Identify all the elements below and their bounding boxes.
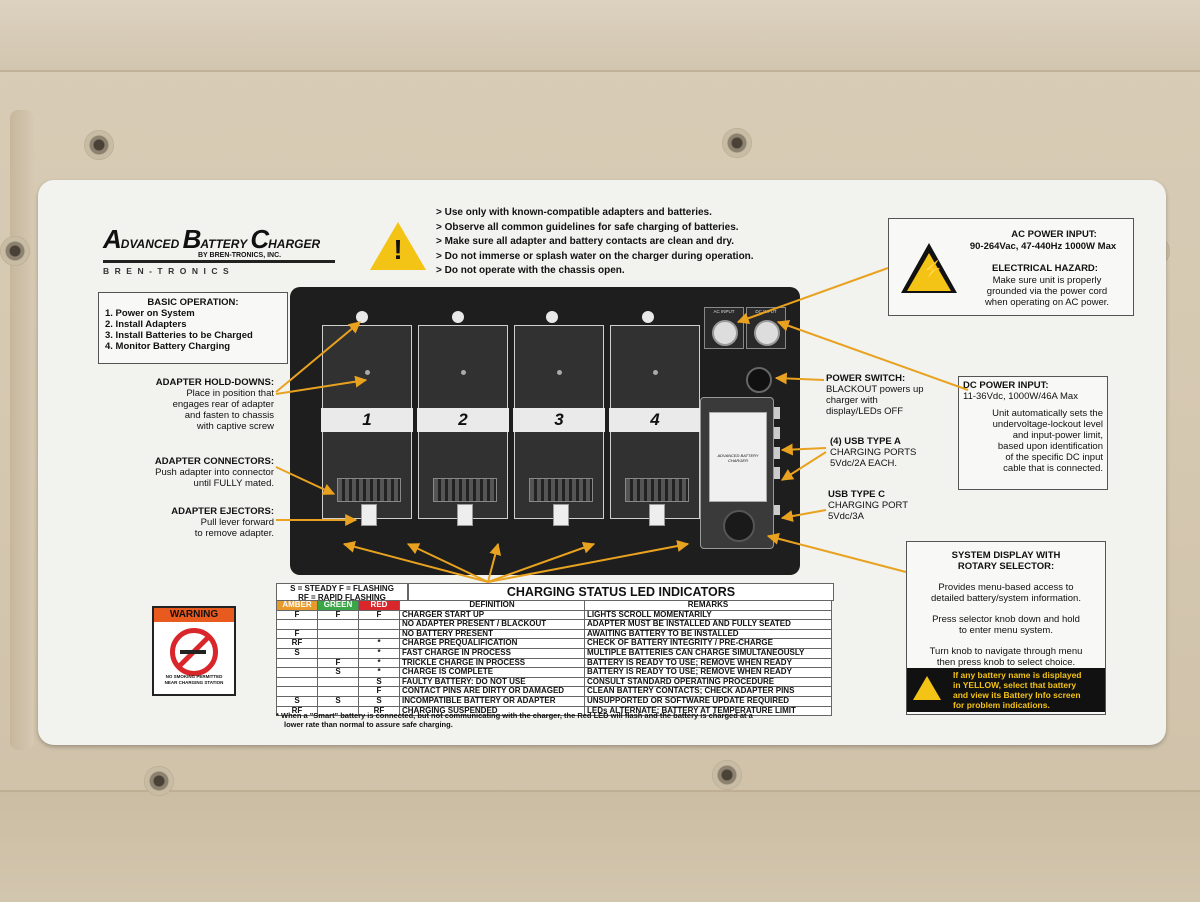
arrow — [736, 267, 889, 324]
usb-a-port[interactable] — [774, 467, 780, 479]
adapter-connector[interactable] — [337, 478, 401, 502]
hold-down-knob[interactable] — [452, 311, 464, 323]
no-smoking-warning: WARNING NO SMOKING PERMITTED NEAR CHARGI… — [152, 606, 236, 696]
safety-notes: > Use only with known-compatible adapter… — [436, 207, 754, 276]
adapter-hold-downs-note: ADAPTER HOLD-DOWNS: Place in position th… — [155, 377, 274, 432]
arrow — [275, 375, 368, 395]
case-left-rail — [10, 110, 34, 750]
arrow — [780, 443, 827, 456]
usb-a-note: (4) USB TYPE A CHARGING PORTS 5Vdc/2A EA… — [830, 436, 917, 469]
ac-input-port[interactable]: AC INPUT — [704, 307, 744, 349]
basic-operation-box: BASIC OPERATION: 1. Power on System 2. I… — [98, 292, 288, 364]
arrow — [487, 540, 690, 583]
arrow — [275, 466, 336, 495]
screw-icon — [84, 130, 114, 160]
screw-icon — [722, 128, 752, 158]
dc-input-port[interactable]: DC INPUT — [746, 307, 786, 349]
adapter-ejector[interactable] — [649, 504, 665, 526]
adapter-connector[interactable] — [433, 478, 497, 502]
usb-c-port[interactable] — [774, 505, 780, 515]
adapter-ejector[interactable] — [457, 504, 473, 526]
case-top-lip — [0, 0, 1200, 72]
usb-a-port[interactable] — [774, 427, 780, 439]
arrow — [780, 451, 827, 481]
arrow — [780, 509, 827, 522]
system-display-module: ADVANCED BATTERY CHARGER — [700, 397, 774, 549]
remarks-cell: LEDs ALTERNATE; BATTERY AT TEMPERATURE L… — [584, 705, 832, 717]
case-bottom — [0, 790, 1200, 902]
dc-power-box: DC POWER INPUT: 11-36Vdc, 1000W/46A Max … — [958, 376, 1108, 490]
arrow — [487, 541, 596, 583]
battery-bay-4[interactable]: 4 — [609, 325, 701, 526]
power-switch-note: POWER SWITCH: BLACKOUT powers up charger… — [826, 373, 924, 417]
rotary-selector-knob[interactable] — [723, 510, 755, 542]
charger-panel: 1 2 3 4 AC INPUT DC INPUT — [290, 287, 800, 575]
adapter-connector[interactable] — [625, 478, 689, 502]
arrow — [406, 543, 489, 583]
arrow — [487, 542, 502, 583]
logo-sub: BY BREN-TRONICS, INC. — [198, 252, 282, 259]
yellow-name-note: If any battery name is displayed in YELL… — [907, 668, 1105, 712]
arrow — [774, 372, 825, 385]
usb-a-port[interactable] — [774, 447, 780, 459]
adapter-ejector[interactable] — [553, 504, 569, 526]
power-switch-knob[interactable] — [746, 367, 772, 393]
battery-bay-3[interactable]: 3 — [513, 325, 605, 526]
hold-down-knob[interactable] — [546, 311, 558, 323]
electrical-hazard-icon: ⚡ — [901, 243, 957, 293]
screw-icon — [0, 236, 30, 266]
arrow — [275, 321, 361, 393]
adapter-connector[interactable] — [529, 478, 593, 502]
usb-c-note: USB TYPE C CHARGING PORT 5Vdc/3A — [828, 489, 909, 522]
screw-icon — [144, 766, 174, 796]
arrow — [776, 319, 969, 391]
battery-bay-1[interactable]: 1 — [321, 325, 413, 526]
bay-number: 4 — [609, 408, 701, 432]
bay-number: 1 — [321, 408, 413, 432]
instruction-plate: ADVANCED BATTERY CHARGER BY BREN-TRONICS… — [38, 180, 1166, 745]
adapter-ejectors-note: ADAPTER EJECTORS: Pull lever forward to … — [171, 506, 274, 539]
bay-number: 2 — [417, 408, 509, 432]
arrow — [342, 540, 489, 583]
system-display-box: SYSTEM DISPLAY WITH ROTARY SELECTOR: Pro… — [906, 541, 1106, 715]
adapter-ejector[interactable] — [361, 504, 377, 526]
display-screen: ADVANCED BATTERY CHARGER — [709, 412, 767, 502]
screw-icon — [712, 760, 742, 790]
callout-arrows — [275, 267, 969, 583]
logo-brand: BREN-TRONICS — [103, 266, 235, 276]
bay-number: 3 — [513, 408, 605, 432]
led-footnote: * When a "Smart" battery is connected, b… — [276, 711, 753, 729]
led-table-title: CHARGING STATUS LED INDICATORS — [408, 583, 834, 601]
usb-a-port[interactable] — [774, 407, 780, 419]
abc-logo: ADVANCED BATTERY CHARGER BY BREN-TRONICS… — [103, 224, 335, 276]
arrow — [766, 532, 907, 573]
adapter-connectors-note: ADAPTER CONNECTORS: Push adapter into co… — [154, 456, 274, 489]
hold-down-knob[interactable] — [356, 311, 368, 323]
battery-bay-2[interactable]: 2 — [417, 325, 509, 526]
ac-power-box: AC POWER INPUT: 90-264Vac, 47-440Hz 1000… — [888, 218, 1134, 316]
hold-down-knob[interactable] — [642, 311, 654, 323]
no-smoking-icon — [170, 628, 218, 676]
caution-icon: ! — [370, 222, 426, 270]
